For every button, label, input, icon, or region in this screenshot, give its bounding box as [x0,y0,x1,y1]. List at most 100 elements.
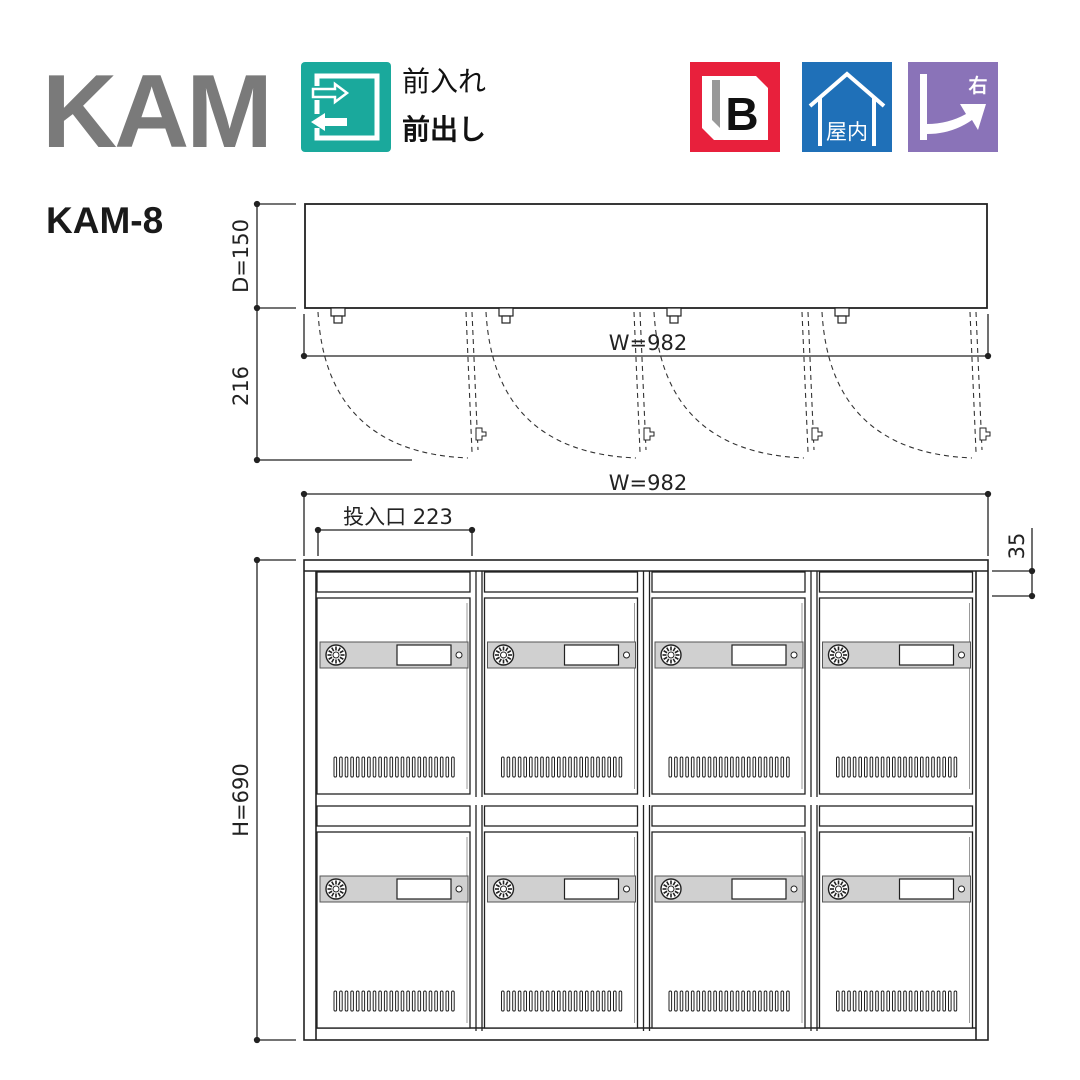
vent-slot [875,756,879,778]
dial-tick [840,881,844,886]
dial-tick [666,892,670,897]
vent-slot [378,990,382,1012]
vent-slot [400,990,405,1012]
name-card-window [396,878,452,900]
door-swing-arc [653,311,805,459]
dial-tick [833,892,837,897]
hinge-knob-stem [669,315,679,324]
door-swing-lines [317,311,991,459]
vent-slot [411,990,416,1012]
vent-slot [735,990,740,1012]
vent-slot [780,756,785,778]
door-knob-dot [790,651,798,659]
vent-slot [534,990,539,1012]
mail-slot [483,571,639,593]
dial-tick [674,884,679,888]
vent-slot [869,990,874,1012]
slot-width-dimension-label: 投入口 223 [343,505,453,529]
vent-slot [713,756,717,778]
vent-slot [439,990,444,1012]
vent-slot [529,990,533,1012]
mailbox-unit [316,571,483,797]
door-knob-dot [623,651,630,659]
mailbox-unit [651,805,818,1031]
hinge-knob-stem [501,315,511,324]
vent-slot [880,990,885,1012]
dial-tick [339,656,344,660]
dial-center [500,885,507,893]
vent-slot [875,990,879,1012]
dial-tick [337,881,341,886]
vent-slot [506,756,511,778]
front-view-dimensions [253,490,1036,1044]
dial-tick [339,890,344,894]
vent-slot [540,990,544,1012]
vent-slot [847,756,851,778]
vent-slot [613,990,617,1012]
mailbox-unit [483,571,651,797]
vent-slot [948,756,952,778]
vent-slot [551,990,556,1012]
vent-slot [774,756,779,778]
dial-tick [339,884,344,888]
vent-slot [920,990,924,1012]
vent-slot [758,990,762,1012]
vent-slot [718,990,723,1012]
dial-tick [328,650,333,654]
mailbox-unit [316,805,483,1031]
vent-slot [746,990,751,1012]
vent-slot [841,990,846,1012]
mailbox-unit [818,805,974,1029]
dial-tick [339,650,344,654]
vent-slot [423,990,427,1012]
vent-slot [568,756,572,778]
dial-tick [331,881,335,886]
vent-slot [931,756,935,778]
vent-slot [339,990,343,1012]
vent-slot [512,756,516,778]
vent-slot [908,756,913,778]
vent-slot [367,756,371,778]
dial-tick [672,647,676,652]
vent-slot [730,990,734,1012]
vent-slot [389,990,394,1012]
vent-slot [763,756,768,778]
dial-tick [833,647,837,652]
dial-tick [672,892,676,897]
vent-slot [512,990,516,1012]
vent-slot [925,756,930,778]
vent-slot [864,756,868,778]
vent-slot [411,756,416,778]
dial-tick [674,890,679,894]
vent-slot [730,756,734,778]
vent-slot [523,990,528,1012]
vent-slot [557,756,561,778]
mail-slot [818,805,974,827]
dial-tick [337,658,341,663]
lb-letter: B [725,88,758,140]
lb-certification-icon: B [690,62,780,152]
right-label: 右 [967,74,987,97]
vent-slot [953,756,958,778]
dial-tick [672,658,676,663]
height-dimension-label: H=690 [229,763,253,836]
vent-slot [679,756,684,778]
door-swing-dimension-label: 216 [229,366,253,406]
vent-slot [607,756,612,778]
dial-tick [495,884,501,888]
hinge-knobs [330,307,850,324]
vent-slot [601,756,606,778]
indoor-house-icon: 屋内 [802,62,892,152]
vent-slot [350,756,354,778]
dial-tick [841,884,847,888]
vent-slot [378,756,382,778]
vent-slot [769,756,773,778]
mail-slot [316,571,471,593]
dial-tick [328,656,333,660]
mail-slot [651,571,806,593]
hinge-knob [834,307,850,317]
door-handle-mark [475,427,487,441]
vent-slot [344,756,349,778]
vent-slot [517,756,522,778]
vent-slot [367,990,371,1012]
